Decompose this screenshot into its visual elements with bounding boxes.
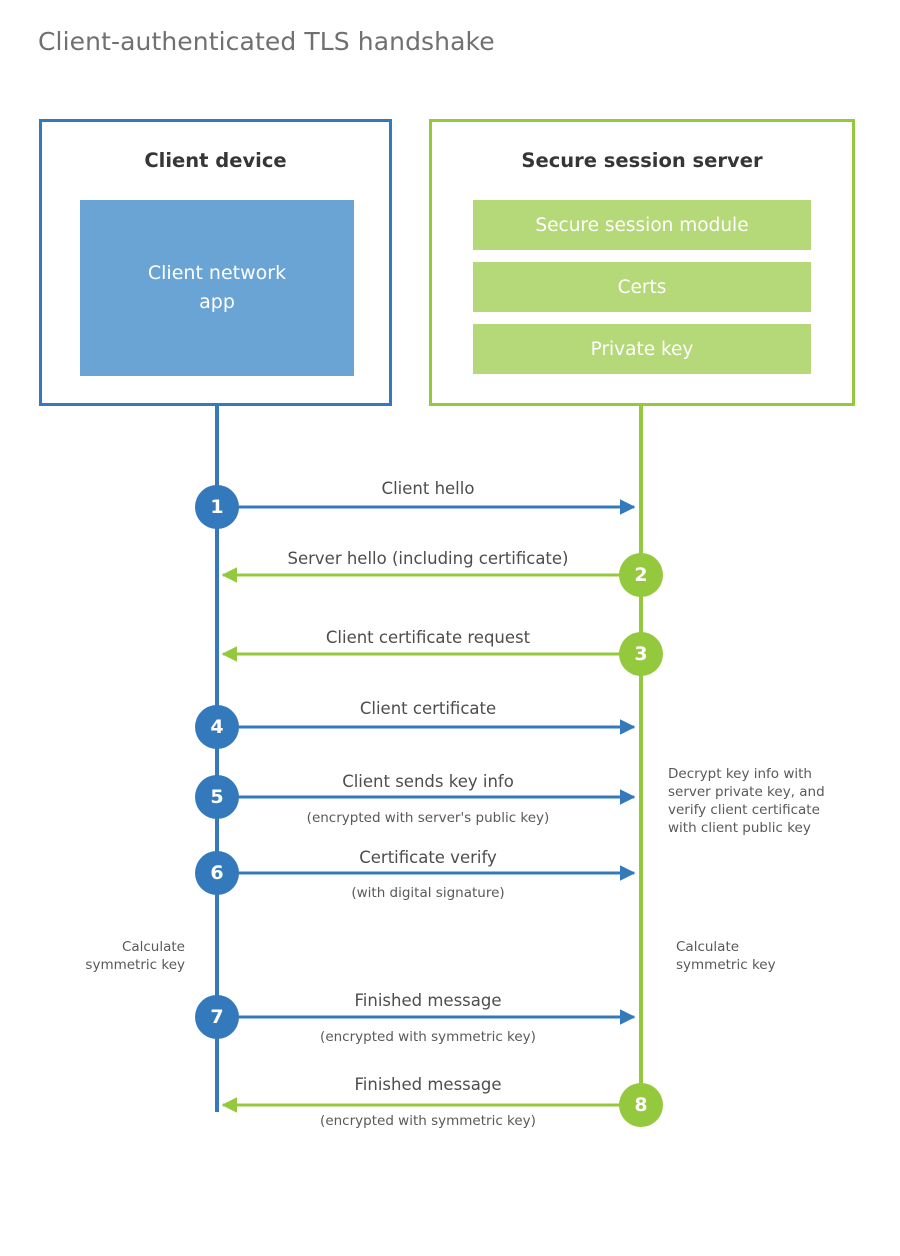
client-device-title: Client device: [144, 149, 287, 172]
step-marker-2[interactable]: 2: [619, 553, 663, 597]
step-marker-6[interactable]: 6: [195, 851, 239, 895]
client-network-app-block: Client network app: [80, 200, 354, 376]
message-label-1: Client hello: [381, 479, 475, 498]
step-marker-7[interactable]: 7: [195, 995, 239, 1039]
step-marker-5[interactable]: 5: [195, 775, 239, 819]
message-label-5: Client sends key info: [342, 772, 514, 791]
message-label-7: Finished message: [354, 991, 502, 1010]
note-client-calculate-symmetric-key: Calculate symmetric key: [85, 939, 185, 973]
note-server-decrypt: Decrypt key info with server private key…: [668, 766, 825, 836]
step-marker-4[interactable]: 4: [195, 705, 239, 749]
message-label-2: Server hello (including certificate): [287, 549, 569, 568]
message-label-3: Client certificate request: [325, 628, 531, 647]
message-sublabel-7: (encrypted with symmetric key): [320, 1029, 536, 1045]
step-marker-1[interactable]: 1: [195, 485, 239, 529]
page-title: Client-authenticated TLS handshake: [38, 27, 495, 56]
message-sublabel-8: (encrypted with symmetric key): [320, 1113, 536, 1129]
server-block-private-key: Private key: [473, 324, 811, 374]
note-server-calculate-symmetric-key: Calculate symmetric key: [676, 939, 776, 973]
server-lifeline: [639, 406, 643, 1106]
server-block-secure-session-module: Secure session module: [473, 200, 811, 250]
message-sublabel-6: (with digital signature): [351, 885, 505, 901]
message-sublabel-5: (encrypted with server's public key): [306, 810, 550, 826]
message-label-4: Client certificate: [359, 699, 497, 718]
server-block-certs: Certs: [473, 262, 811, 312]
client-lifeline: [215, 406, 219, 1112]
client-network-app-label: Client network app: [147, 262, 287, 313]
secure-session-server-title: Secure session server: [521, 149, 763, 172]
message-label-6: Certificate verify: [359, 848, 497, 867]
client-device-box: Client device Client network app: [39, 119, 392, 406]
message-label-8: Finished message: [354, 1075, 502, 1094]
step-marker-8[interactable]: 8: [619, 1083, 663, 1127]
step-marker-3[interactable]: 3: [619, 632, 663, 676]
secure-session-server-box: Secure session server Secure session mod…: [429, 119, 855, 406]
